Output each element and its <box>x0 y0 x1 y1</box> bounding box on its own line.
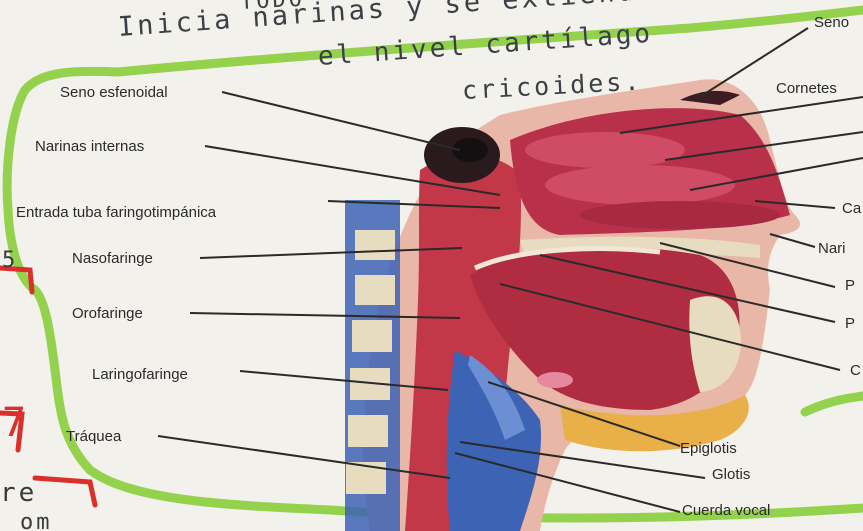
label-orofaringe: Orofaringe <box>72 305 143 322</box>
label-c: C <box>850 362 861 379</box>
label-p-2: P <box>845 315 855 332</box>
label-nari: Nari <box>818 240 846 257</box>
margin-mark-4: om <box>20 510 53 531</box>
hyoid-area <box>537 372 573 388</box>
margin-mark-1: 5 <box>2 248 18 273</box>
label-seno-esfenoidal: Seno esfenoidal <box>60 84 168 101</box>
margin-mark-2: 7 <box>2 400 29 446</box>
middle-concha <box>545 165 735 205</box>
label-p-1: P <box>845 277 855 294</box>
label-ca: Ca <box>842 200 861 217</box>
superior-concha <box>525 132 685 168</box>
label-nasofaringe: Nasofaringe <box>72 250 153 267</box>
margin-mark-3: re <box>0 478 37 508</box>
label-narinas-internas: Narinas internas <box>35 138 144 155</box>
inferior-concha <box>580 201 780 229</box>
label-entrada-tuba: Entrada tuba faringotimpánica <box>16 204 216 221</box>
label-traquea: Tráquea <box>66 428 121 445</box>
label-seno: Seno <box>814 14 849 31</box>
label-glotis: Glotis <box>712 466 750 483</box>
label-epiglotis: Epiglotis <box>680 440 737 457</box>
label-cornetes: Cornetes <box>776 80 863 97</box>
label-cuerda-vocal: Cuerda vocal <box>682 502 770 519</box>
label-laringofaringe: Laringofaringe <box>92 366 188 383</box>
spine <box>345 200 400 531</box>
